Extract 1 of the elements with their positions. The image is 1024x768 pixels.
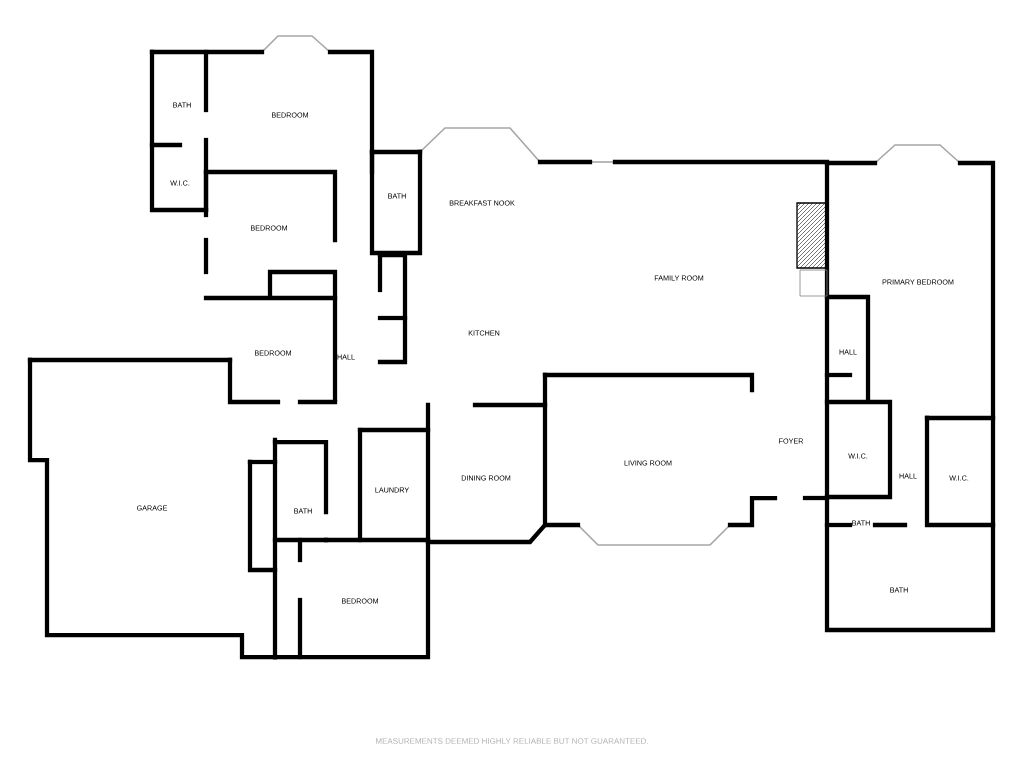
footer-note: MEASUREMENTS DEEMED HIGHLY RELIABLE BUT NOT GUARANTEED. xyxy=(376,738,648,744)
